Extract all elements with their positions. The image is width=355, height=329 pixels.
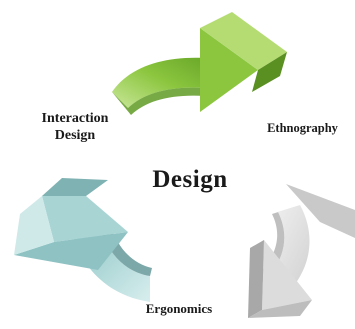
- teal-arrow-head-left: [14, 196, 54, 255]
- node-label-interaction-design: Interaction Design: [14, 111, 136, 145]
- teal-arrow: [14, 178, 152, 302]
- grey-arrow-head-bottom: [248, 300, 312, 318]
- grey-arrow: [248, 184, 355, 318]
- grey-arrow-head-side: [248, 240, 264, 318]
- teal-arrow-head-top: [42, 178, 108, 196]
- node-label-line: Design: [54, 127, 96, 143]
- teal-arrow-head-lower: [14, 232, 128, 270]
- green-arrow-body: [112, 57, 205, 108]
- green-arrow-head-top: [200, 12, 287, 70]
- center-label: Design: [152, 166, 228, 193]
- grey-arrow-tail-top: [286, 184, 355, 238]
- node-label-line: Interaction: [41, 111, 109, 126]
- green-arrow-head: [200, 28, 258, 112]
- teal-arrow-head: [42, 196, 128, 242]
- node-label-line: Ethnography: [267, 121, 338, 135]
- green-arrow-side: [112, 87, 205, 115]
- node-label-ethnography: Ethnography: [250, 121, 355, 136]
- grey-arrow-head: [262, 240, 312, 310]
- node-label-line: Ergonomics: [145, 301, 213, 316]
- node-label-ergonomics: Ergonomics: [120, 301, 238, 317]
- grey-arrow-side: [256, 205, 300, 282]
- green-arrow: [112, 12, 287, 115]
- green-arrow-head-side: [252, 52, 287, 92]
